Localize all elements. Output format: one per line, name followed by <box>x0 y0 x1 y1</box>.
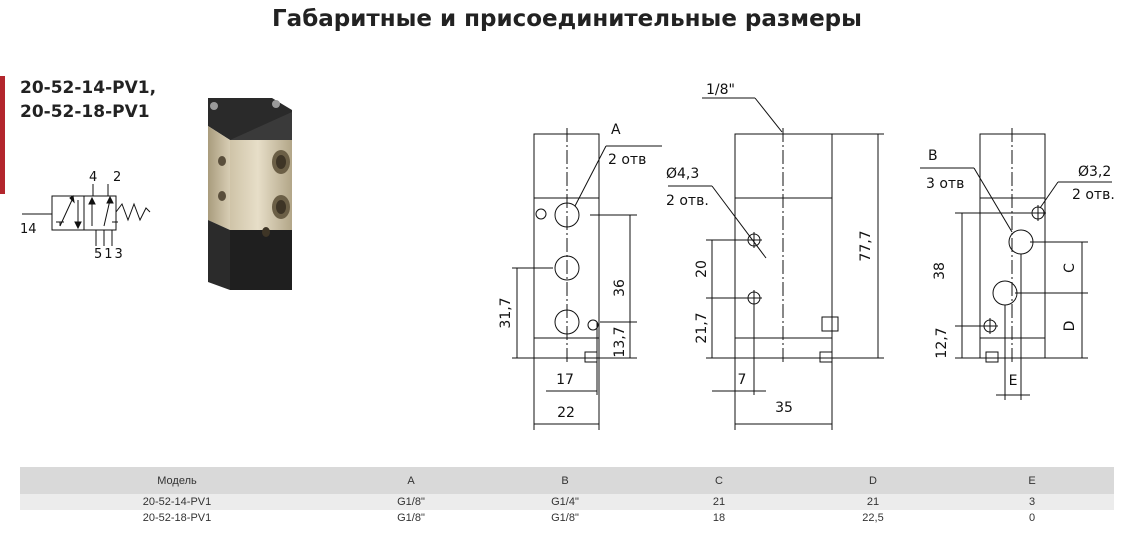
front-a-holes: 2 отв <box>608 152 646 168</box>
front-a-label: A <box>611 122 621 138</box>
technical-drawings: 4 2 14 513 <box>20 82 1115 430</box>
cell-b: G1/8" <box>551 512 579 524</box>
back-b-label: B <box>928 148 938 164</box>
dim-12-7: 12,7 <box>934 327 950 358</box>
side-hole-diameter: Ø4,3 <box>666 166 699 182</box>
cell-d: 22,5 <box>862 512 884 524</box>
header-d: D <box>796 467 950 494</box>
table-header-row: Модель A B C D E <box>20 467 1114 494</box>
spec-table: Модель A B C D E 20-52-14-PV1 G1/8" G1/4… <box>20 467 1114 526</box>
cell-b: G1/4" <box>488 494 642 510</box>
header-c: C <box>642 467 796 494</box>
accent-bar <box>0 76 5 194</box>
page-title: Габаритные и присоединительные размеры <box>272 6 862 32</box>
table-row: 20-52-18-PV1 G1/8" G1/8" 18 22,5 0 <box>20 510 1114 526</box>
cell-e: 0 <box>1028 512 1036 524</box>
cell-d: 21 <box>796 494 950 510</box>
dim-13-7: 13,7 <box>612 326 628 357</box>
port-4-label: 4 <box>89 170 97 185</box>
dim-e: E <box>1009 373 1018 389</box>
model-name-2: 20-52-18-PV1 <box>20 102 150 122</box>
model-names: 20-52-14-PV1, 20-52-18-PV1 <box>20 76 156 124</box>
cell-c: 18 <box>712 512 726 524</box>
dim-77-7: 77,7 <box>858 230 874 261</box>
table-row: 20-52-14-PV1 G1/8" G1/4" 21 21 3 <box>20 494 1114 510</box>
header-e: E <box>950 467 1114 494</box>
dim-35: 35 <box>775 400 793 416</box>
valve-photo <box>208 98 292 290</box>
side-view <box>668 97 884 430</box>
header-model: Модель <box>20 467 334 494</box>
header-b: B <box>488 467 642 494</box>
cell-a: G1/8" <box>397 512 425 524</box>
dim-31-7: 31,7 <box>498 297 514 328</box>
model-name-1: 20-52-14-PV1, <box>20 78 157 98</box>
side-thread-label: 1/8" <box>706 82 735 98</box>
dim-38: 38 <box>932 262 948 280</box>
dim-36: 36 <box>612 279 628 297</box>
header-a: A <box>334 467 488 494</box>
port-14-label: 14 <box>20 222 37 237</box>
port-513-label: 513 <box>94 247 125 262</box>
dim-7: 7 <box>738 372 747 388</box>
cell-a: G1/8" <box>334 494 488 510</box>
dim-17: 17 <box>556 372 574 388</box>
dim-20: 20 <box>694 260 710 278</box>
port-2-label: 2 <box>113 170 121 185</box>
valve-symbol <box>22 184 151 246</box>
side-hole-count: 2 отв. <box>666 193 709 209</box>
cell-model: 20-52-18-PV1 <box>142 512 212 524</box>
cell-model: 20-52-14-PV1 <box>20 494 334 510</box>
dim-d: D <box>1062 321 1078 332</box>
back-b-holes: 3 отв <box>926 176 964 192</box>
back-hole-count: 2 отв. <box>1072 187 1115 203</box>
front-view <box>512 128 662 430</box>
dim-21-7: 21,7 <box>694 312 710 343</box>
back-hole-diameter: Ø3,2 <box>1078 164 1111 180</box>
cell-e: 3 <box>950 494 1114 510</box>
cell-c: 21 <box>642 494 796 510</box>
dim-22: 22 <box>557 405 575 421</box>
dim-c: C <box>1062 263 1078 273</box>
back-view <box>920 128 1112 400</box>
